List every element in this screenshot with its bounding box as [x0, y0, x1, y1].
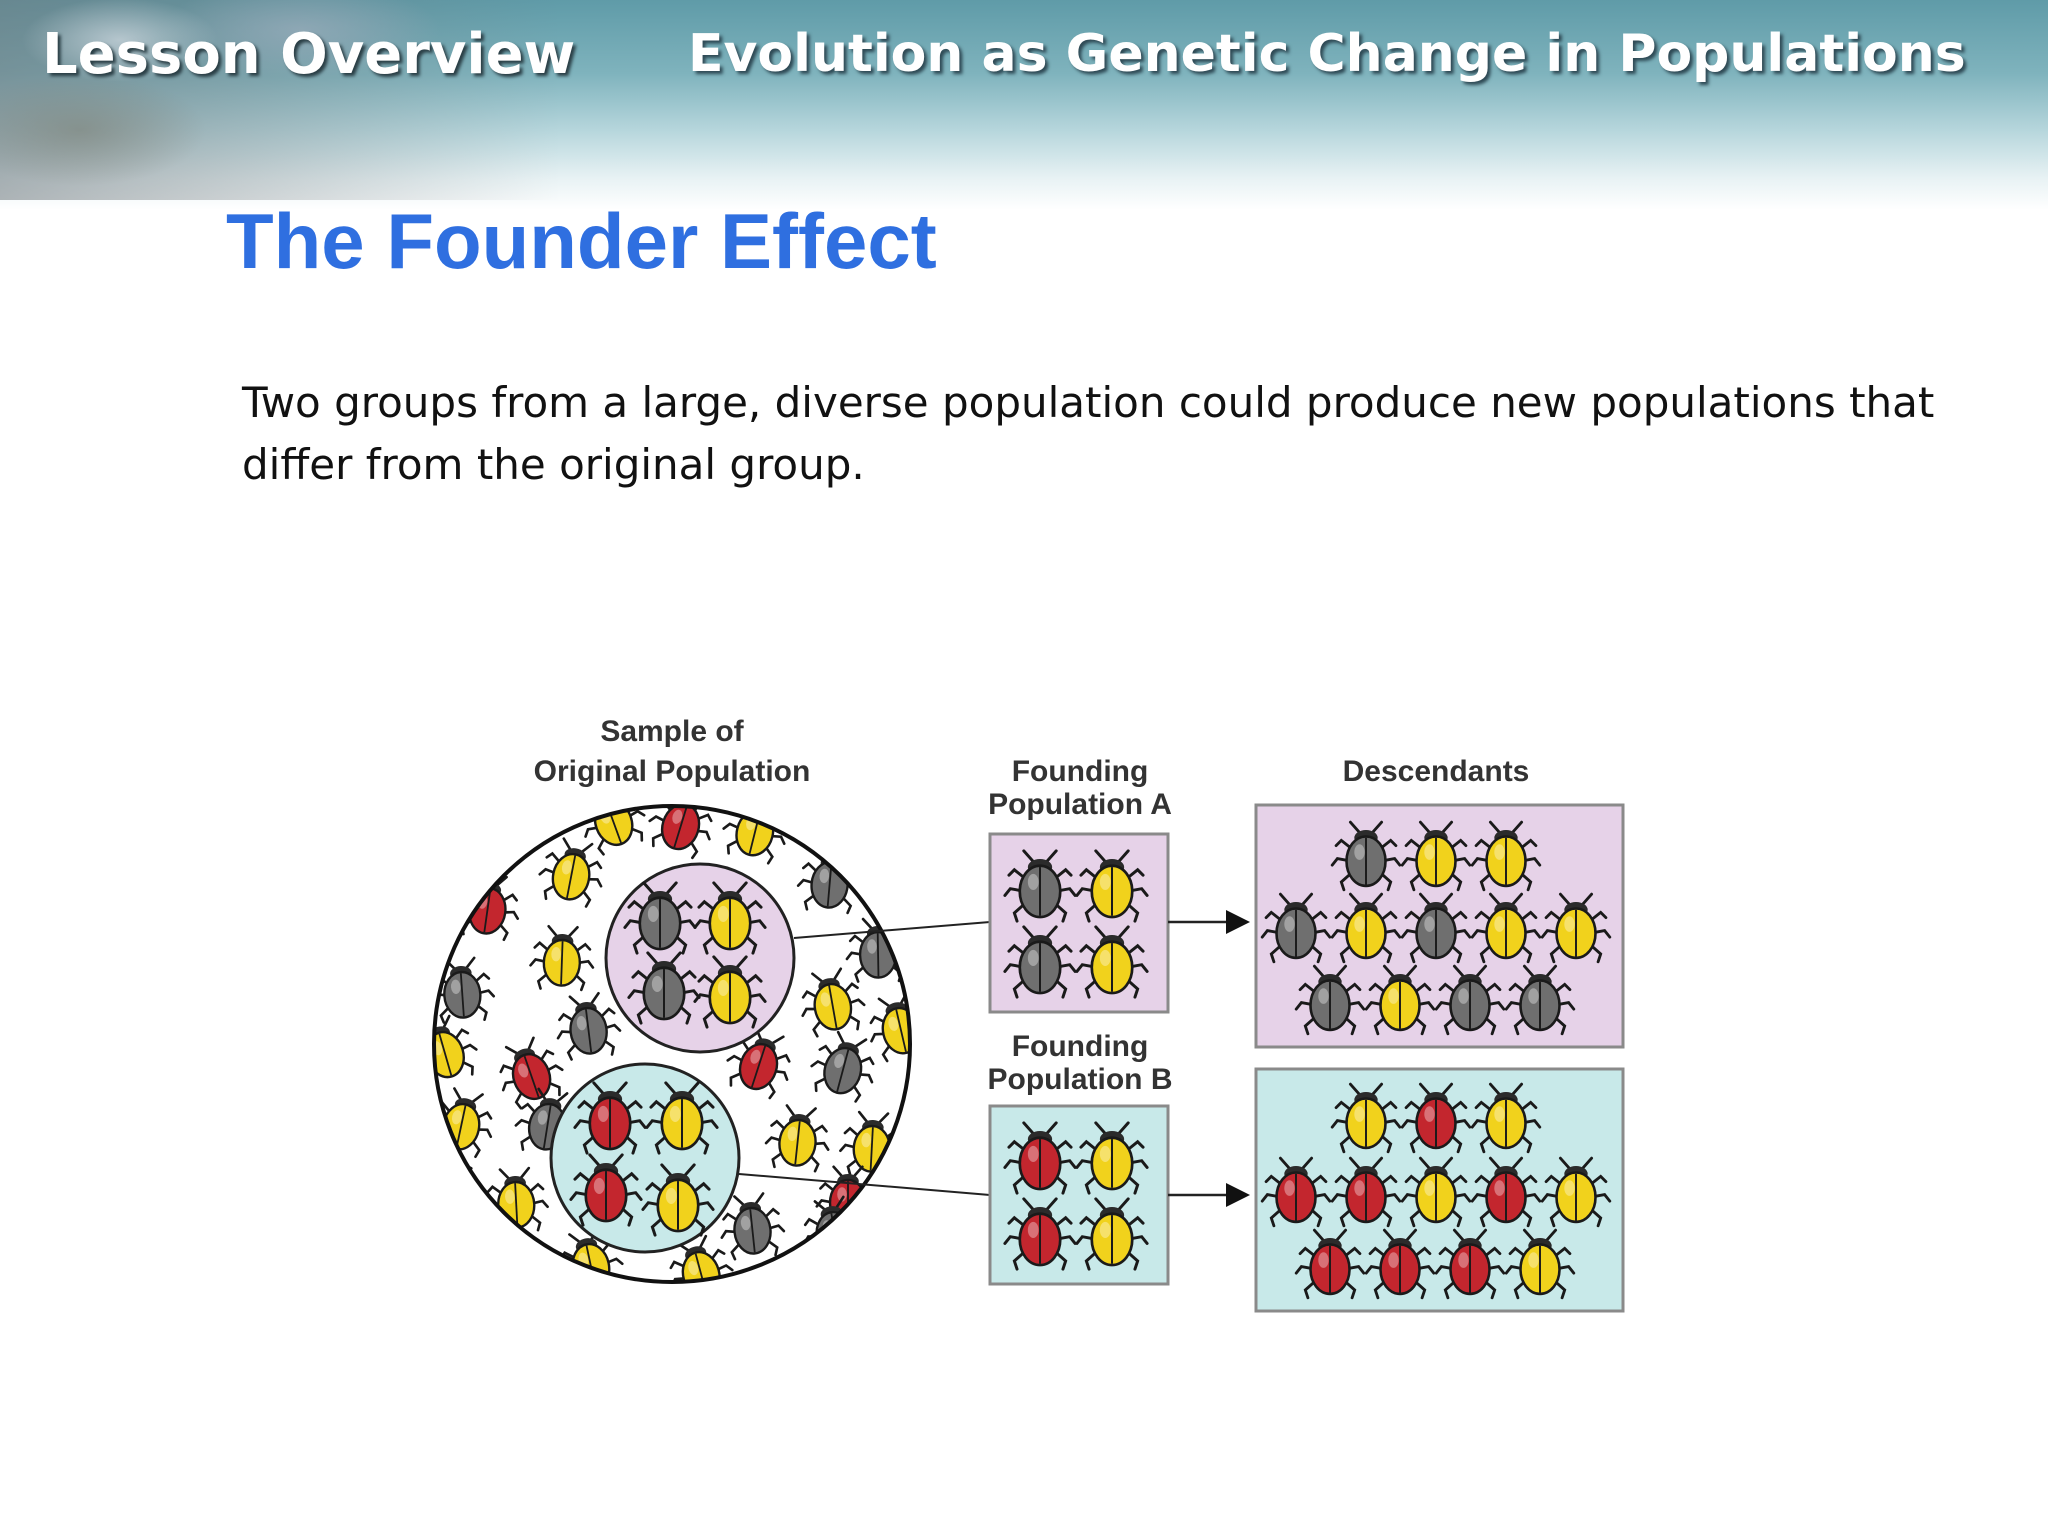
body-text: Two groups from a large, diverse populat… — [242, 378, 1935, 489]
label-founding-b-line2: Population B — [988, 1063, 1173, 1096]
butterfly-photo-banner — [0, 0, 560, 200]
connector-line-b — [738, 1173, 991, 1196]
lesson-subtitle: Evolution as Genetic Change in Populatio… — [688, 24, 1966, 84]
label-sample-line2: Original Population — [534, 755, 811, 788]
sample-b-circle — [549, 1062, 741, 1254]
sample-a-circle — [604, 862, 796, 1054]
lesson-overview-title: Lesson Overview — [42, 22, 576, 87]
label-founding-a-line2: Population A — [988, 788, 1172, 821]
label-founding-a-line1: Founding — [1012, 755, 1149, 788]
arrow-b-head — [1226, 1183, 1250, 1207]
label-founding-b-line1: Founding — [1012, 1030, 1149, 1063]
original-population-border — [432, 804, 912, 1284]
slide-header: Lesson Overview Evolution as Genetic Cha… — [0, 0, 2048, 210]
label-sample-line1: Sample of — [600, 715, 744, 748]
arrow-a-head — [1226, 910, 1250, 934]
connector-line-a — [793, 921, 991, 939]
label-descendants: Descendants — [1343, 755, 1530, 788]
slide-title: The Founder Effect — [226, 197, 937, 285]
